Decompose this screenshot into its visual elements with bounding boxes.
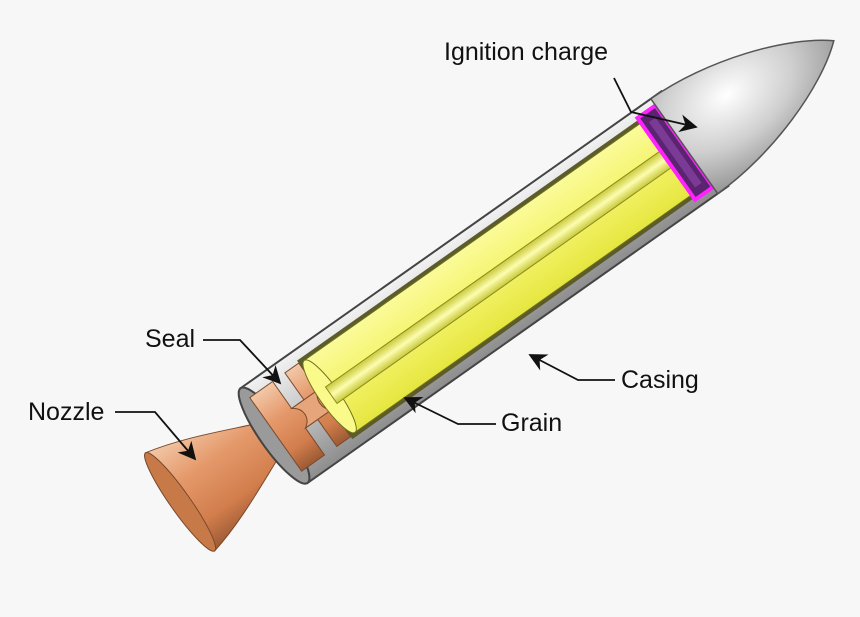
grain-leader	[403, 397, 496, 425]
casing-leader	[528, 354, 615, 381]
rocket-body	[144, 39, 835, 552]
grain-core	[324, 146, 678, 405]
ignition-charge-leader	[613, 77, 698, 133]
casing-label: Casing	[621, 366, 699, 394]
nozzle-exit	[144, 452, 217, 552]
nozzle-label: Nozzle	[28, 398, 105, 426]
seal-leader	[203, 339, 282, 385]
nose-cone	[649, 39, 835, 195]
grain-label: Grain	[501, 409, 563, 437]
nozzle-leader	[115, 411, 197, 461]
ignition-charge-label: Ignition charge	[444, 38, 609, 66]
seal-label: Seal	[145, 325, 196, 353]
ignition-charge-inner	[648, 117, 702, 188]
